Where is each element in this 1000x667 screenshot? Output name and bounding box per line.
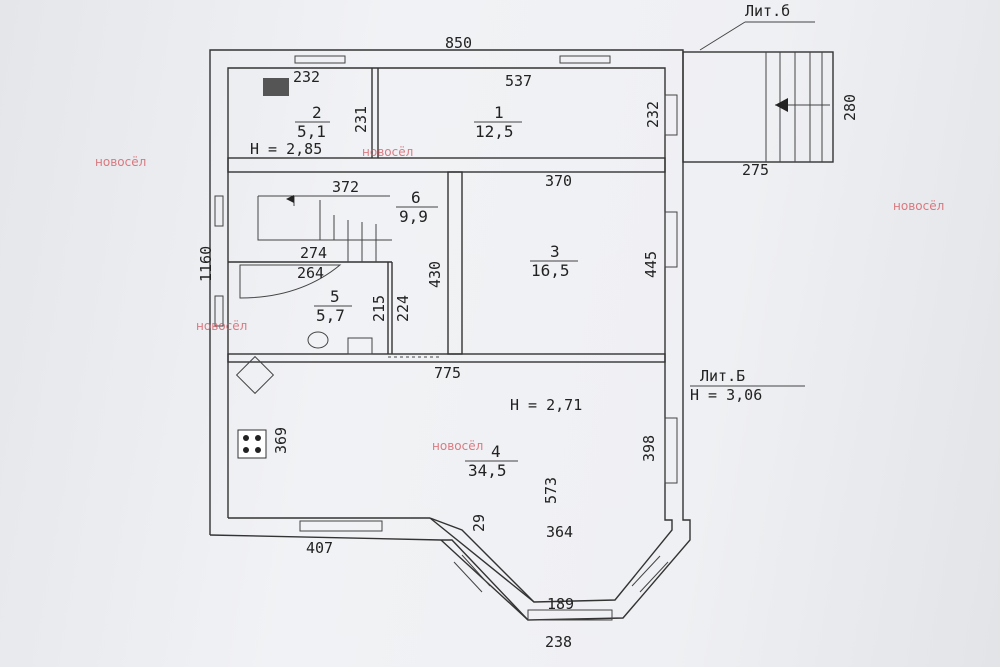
room-area: 5,1: [297, 122, 326, 141]
stove-icon: [237, 429, 267, 459]
dim-porch-bottom: 275: [742, 161, 769, 179]
watermark-logo: новосёл: [893, 199, 944, 213]
room-2: 2 5,1 Н = 2,85: [250, 103, 330, 158]
dim-room2-side: 231: [352, 106, 370, 133]
stair: [257, 195, 392, 262]
boiler-icon: [263, 78, 289, 96]
bathtub-icon: [239, 264, 342, 299]
room-area: 9,9: [399, 207, 428, 226]
dim-bath-top: 264: [297, 264, 324, 282]
sink-icon: [347, 337, 373, 355]
dim-room2-top: 232: [293, 68, 320, 86]
dim-bath-side-b: 224: [394, 295, 412, 322]
dim-room1-top: 537: [505, 72, 532, 90]
room-area: 12,5: [475, 122, 514, 141]
dim-bay-inner: 189: [547, 595, 574, 613]
interior-walls: [227, 68, 666, 363]
dim-stair-bottom: 274: [300, 244, 327, 262]
dim-room3-top: 370: [545, 172, 572, 190]
watermark-logo: новосёл: [362, 145, 413, 159]
dim-bay-small: 29: [470, 514, 488, 532]
dim-room1-side: 232: [644, 101, 662, 128]
porch: [682, 21, 834, 163]
toilet-icon: [307, 331, 329, 349]
room-3: 3 16,5: [530, 242, 578, 280]
fixtures: [235, 78, 440, 459]
dim-porch-side: 280: [841, 94, 859, 121]
dim-left-total: 1160: [197, 246, 215, 282]
dim-hall-top: 775: [434, 364, 461, 382]
dim-stair-top: 372: [332, 178, 359, 196]
dim-kitchen-side: 369: [272, 427, 290, 454]
room-number: 2: [312, 103, 322, 122]
dim-bay-width: 364: [546, 523, 573, 541]
dim-room6-side: 430: [426, 261, 444, 288]
stair-arrow-icon: [286, 195, 294, 203]
room-1: 1 12,5: [474, 103, 522, 141]
room-area: 34,5: [468, 461, 507, 480]
watermark-logo: новосёл: [432, 439, 483, 453]
room-number: 6: [411, 188, 421, 207]
room-number: 3: [550, 242, 560, 261]
room-number: 1: [494, 103, 504, 122]
room-area: 5,7: [316, 306, 345, 325]
room-number: 4: [491, 442, 501, 461]
room-height: Н = 2,71: [510, 396, 582, 414]
watermarks: новосёл новосёл новосёл новосёл новосёл: [95, 145, 944, 453]
watermark-logo: новосёл: [95, 155, 146, 169]
watermark-logo: новосёл: [196, 319, 247, 333]
dim-bay-outer: 238: [545, 633, 572, 651]
dim-room4-inner: 573: [542, 477, 560, 504]
room-6: 6 9,9: [396, 188, 438, 226]
lit-label-top: Лит.б: [745, 2, 790, 20]
room-5: 5 5,7: [314, 287, 352, 325]
room-number: 5: [330, 287, 340, 306]
dim-room3-side: 445: [642, 251, 660, 278]
dim-bath-side-a: 215: [370, 295, 388, 322]
outer-walls: [209, 49, 691, 621]
main-height-label: Н = 3,06: [690, 386, 762, 404]
dim-room4-right: 398: [640, 435, 658, 462]
room-height: Н = 2,85: [250, 140, 322, 158]
dim-bottom-left: 407: [306, 539, 333, 557]
dim-top-total: 850: [445, 34, 472, 52]
room-4: 4 34,5 Н = 2,71: [465, 396, 582, 480]
room-area: 16,5: [531, 261, 570, 280]
windows: [214, 55, 678, 621]
arrow-icon: [775, 98, 788, 112]
kitchen-sink-icon: [235, 355, 275, 395]
lit-label-main: Лит.Б: [700, 367, 745, 385]
